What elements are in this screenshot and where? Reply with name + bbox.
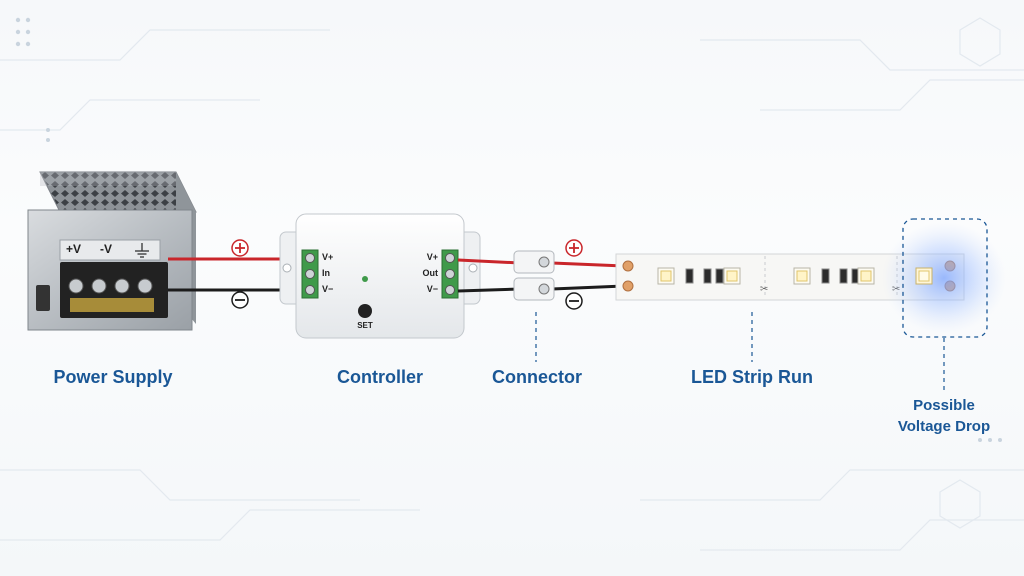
voltage-drop-glow bbox=[882, 222, 1006, 334]
resistor bbox=[821, 268, 830, 284]
controller-out-vminus-label: V− bbox=[426, 284, 438, 294]
controller-in-label: In bbox=[322, 268, 330, 278]
set-button[interactable] bbox=[358, 304, 372, 318]
negative-wire-controller bbox=[457, 287, 521, 293]
connector-label: Connector bbox=[492, 367, 582, 387]
positive-wire-strip bbox=[551, 261, 625, 268]
led-phosphor bbox=[796, 270, 808, 282]
controller-in-vminus-label: V− bbox=[322, 284, 334, 294]
scissors-icon: ✂ bbox=[760, 284, 768, 295]
resistor bbox=[685, 268, 694, 284]
controller-out-label: Out bbox=[422, 268, 439, 278]
controller-out-vplus-label: V+ bbox=[426, 252, 438, 262]
possible-label: Possible bbox=[913, 397, 975, 414]
connector bbox=[513, 250, 555, 301]
led-phosphor bbox=[660, 270, 672, 282]
resistor bbox=[839, 268, 848, 284]
positive-wire-controller bbox=[457, 258, 521, 265]
led-phosphor bbox=[860, 270, 872, 282]
voltage-drop-label: Voltage Drop bbox=[897, 418, 991, 435]
voltage-drop-highlight bbox=[902, 218, 988, 338]
psu-plus-terminal-label: +V bbox=[66, 242, 82, 256]
power-supply-label: Power Supply bbox=[53, 367, 173, 387]
power-supply bbox=[27, 171, 197, 331]
controller-label: Controller bbox=[336, 367, 423, 387]
negative-wire-strip bbox=[551, 284, 625, 291]
controller-box bbox=[279, 213, 481, 339]
psu-minus-terminal-label: -V bbox=[100, 242, 112, 256]
led-phosphor bbox=[726, 270, 738, 282]
controller-in-vplus-label: V+ bbox=[322, 252, 334, 262]
resistor bbox=[703, 268, 712, 284]
ground-symbol-icon bbox=[135, 243, 149, 258]
resistor bbox=[715, 268, 724, 284]
status-led-icon bbox=[362, 276, 368, 282]
led-strip-run-label: LED Strip Run bbox=[691, 367, 813, 387]
set-button-label: SET bbox=[357, 321, 373, 330]
